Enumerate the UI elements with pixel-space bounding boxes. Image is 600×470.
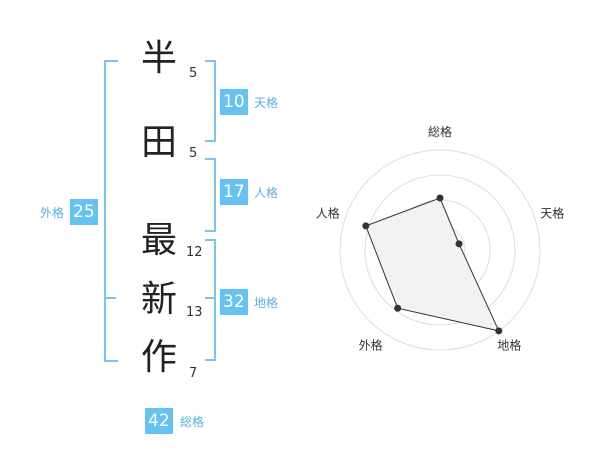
tenkaku-label: 天格 <box>254 96 279 110</box>
radar-point-3 <box>495 327 503 335</box>
tenkaku-bracket <box>205 60 216 142</box>
stroke-count-4: 13 <box>186 305 203 320</box>
name-char-5: 作 <box>140 337 177 378</box>
radar-axis-label-3: 地格 <box>497 338 521 353</box>
name-char-1: 半 <box>140 38 177 79</box>
radar-point-5 <box>362 222 370 230</box>
jinkaku-label: 人格 <box>254 186 279 200</box>
name-char-3: 最 <box>140 220 177 261</box>
radar-data-area <box>365 197 500 332</box>
radar-axis-label-4: 外格 <box>359 338 383 353</box>
chikaku-bracket <box>205 239 216 361</box>
stroke-count-1: 5 <box>189 66 198 81</box>
radar-point-1 <box>436 194 444 202</box>
radar-axis-label-5: 人格 <box>316 206 340 221</box>
tenkaku-value-badge: 10 <box>220 89 248 115</box>
chikaku-value-badge: 32 <box>220 289 248 315</box>
stroke-count-2: 5 <box>189 146 198 161</box>
gaikaku-bracket <box>104 60 118 362</box>
radar-ring-3 <box>364 174 516 326</box>
gaikaku-label: 外格 <box>40 206 65 220</box>
gaikaku-value-badge: 25 <box>70 199 98 225</box>
radar-ring-4 <box>339 149 541 351</box>
soukaku-value-badge: 42 <box>145 408 173 434</box>
name-char-4: 新 <box>140 279 177 320</box>
chikaku-divider-tick <box>205 297 214 299</box>
stroke-count-5: 7 <box>189 366 198 381</box>
jinkaku-bracket <box>205 158 216 232</box>
jinkaku-value-badge: 17 <box>220 179 248 205</box>
soukaku-label: 総格 <box>180 415 205 429</box>
stroke-count-3: 12 <box>186 245 203 260</box>
gaikaku-divider-tick <box>104 297 116 299</box>
chikaku-label: 地格 <box>254 296 279 310</box>
radar-point-2 <box>455 240 463 248</box>
radar-point-4 <box>394 304 402 312</box>
radar-axis-label-2: 天格 <box>540 206 564 221</box>
radar-axis-label-1: 総格 <box>428 124 452 139</box>
name-char-2: 田 <box>140 122 177 163</box>
